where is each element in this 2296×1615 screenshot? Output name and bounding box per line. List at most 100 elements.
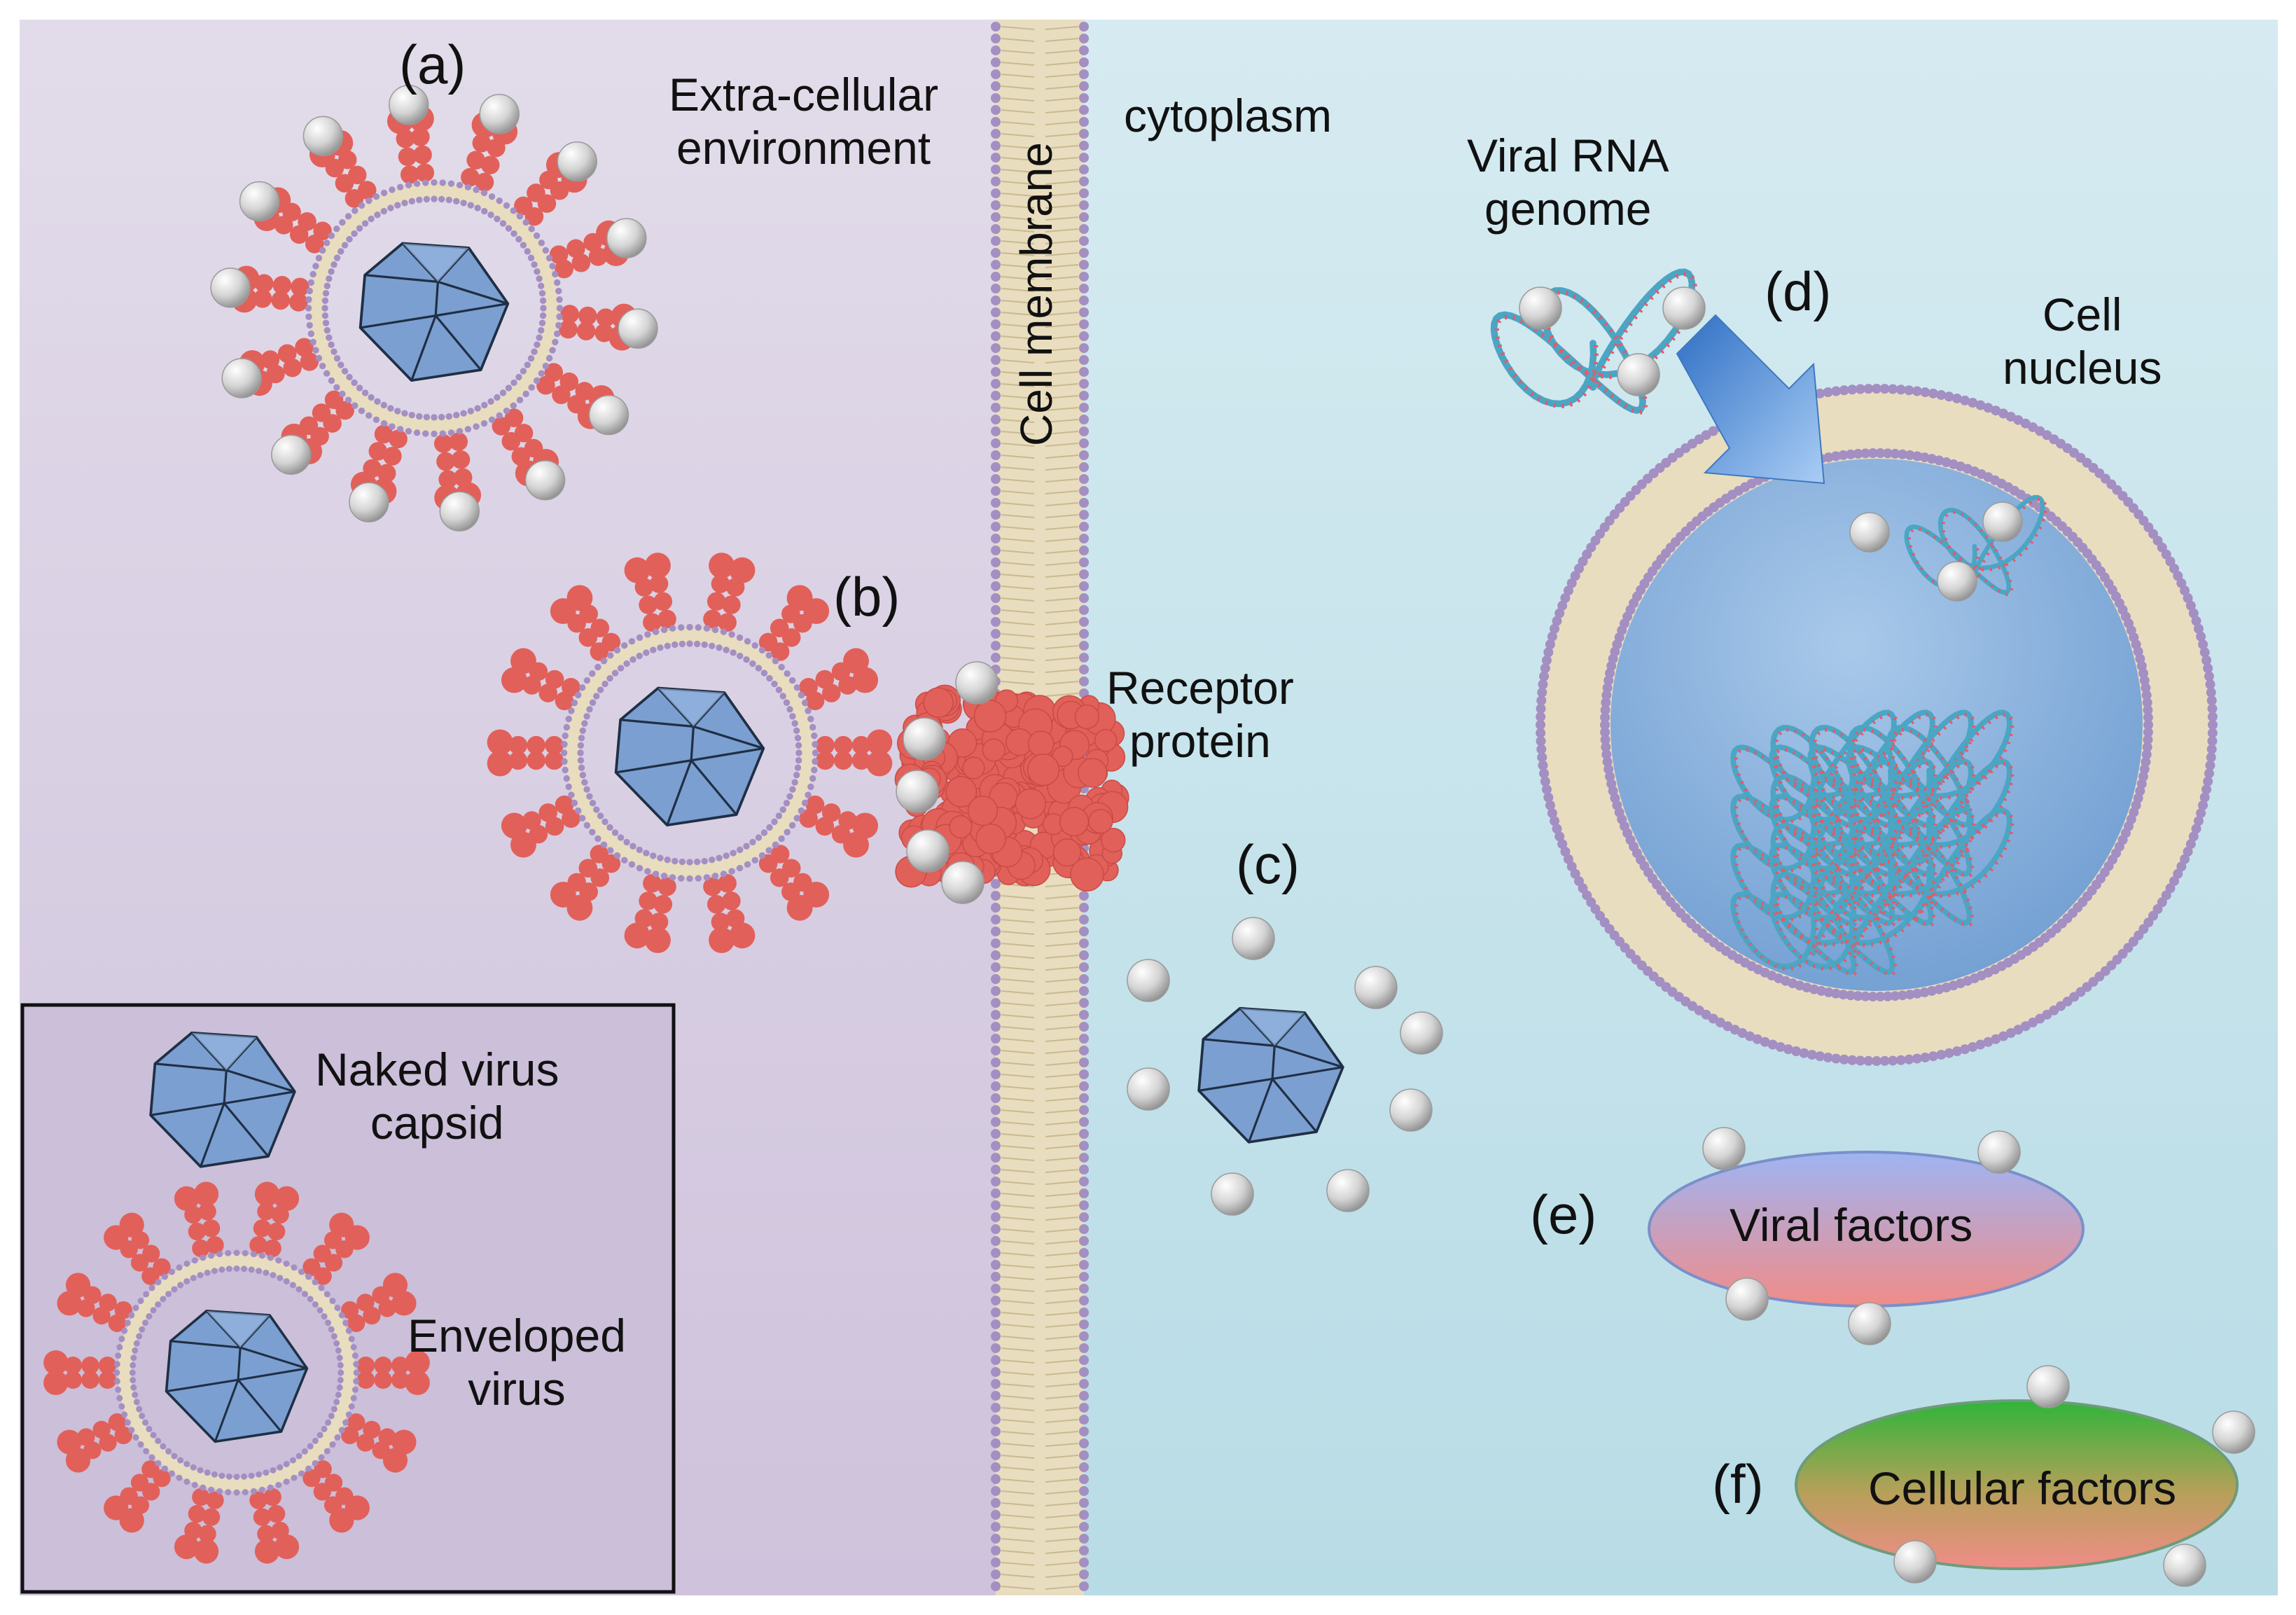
envelope-lipid-head — [137, 1297, 144, 1304]
lipid-head — [1079, 176, 1089, 186]
envelope-lipid-head — [783, 800, 791, 807]
panel-label-f: (f) — [1712, 1453, 1764, 1515]
lipid-tail — [1001, 978, 1035, 983]
lipid-head — [991, 1331, 1001, 1341]
rna-bases — [1849, 712, 2015, 829]
nuclear-lipid-head — [1863, 384, 1874, 394]
lipid-tail — [1045, 228, 1079, 233]
envelope-lipid-head — [600, 841, 608, 848]
spike-lobe — [291, 277, 309, 297]
rna-bases — [1811, 712, 1976, 829]
envelope-lipid-head — [438, 413, 445, 421]
nuclear-lipid-head — [1879, 384, 1890, 394]
nuclear-lipid-head — [1872, 1056, 1881, 1066]
envelope-lipid-head — [789, 786, 796, 793]
bound-sphere — [906, 829, 949, 873]
envelope-lipid-head — [711, 872, 719, 880]
envelope-lipid-head — [583, 713, 590, 720]
envelope-lipid-head — [805, 707, 812, 714]
lipid-head — [1079, 486, 1089, 496]
receptor-residue — [1088, 808, 1113, 834]
envelope-lipid-head — [233, 1489, 240, 1496]
envelope-lipid-head — [373, 416, 380, 424]
envelope-lipid-head — [510, 207, 517, 214]
lipid-tail — [1045, 1193, 1079, 1197]
envelope-lipid-head — [301, 1291, 308, 1298]
lipid-head — [1079, 1236, 1089, 1246]
lipid-head — [991, 474, 1001, 484]
lipid-tail — [1001, 669, 1035, 673]
envelope-lipid-head — [793, 727, 800, 734]
attachment-sphere — [479, 94, 520, 134]
capsid-edge — [1198, 1077, 1273, 1092]
envelope-lipid-head — [197, 1272, 204, 1279]
envelope-lipid-head — [328, 232, 335, 240]
envelope-lipid-head — [356, 384, 363, 391]
capsid-edge — [1203, 1038, 1275, 1047]
cell-nucleus-label-line-2: nucleus — [2003, 341, 2162, 394]
envelope-lipid-head — [711, 626, 719, 634]
lipid-tail — [1001, 109, 1035, 113]
lipid-tail — [1001, 240, 1035, 244]
lipid-tail — [1001, 1038, 1035, 1042]
spike-lobe — [188, 1222, 207, 1241]
spike-lobe — [436, 452, 455, 471]
released-sphere — [1127, 1067, 1170, 1111]
released-capsid — [1197, 1006, 1344, 1144]
envelope-lipid-head — [380, 207, 387, 215]
envelope-lipid-head — [563, 775, 571, 782]
nuclear-lipid-head — [2205, 679, 2215, 690]
rna-sphere — [1519, 286, 1562, 330]
envelope-lipid-head — [331, 1406, 338, 1413]
envelope-lipid-head — [171, 1286, 178, 1293]
lipid-tail — [1001, 443, 1035, 447]
lipid-head — [991, 653, 1001, 663]
envelope-lipid-head — [211, 1268, 218, 1275]
nuclear-lipid-head — [1538, 760, 1548, 770]
lipid-head — [991, 498, 1001, 508]
lipid-head — [1079, 403, 1089, 413]
envelope-lipid-head — [812, 758, 819, 765]
lipid-tail — [1001, 50, 1035, 54]
lipid-head — [991, 1581, 1001, 1591]
envelope-lipid-head — [165, 1448, 172, 1455]
envelope-lipid-head — [116, 1344, 123, 1351]
envelope-lipid-head — [744, 861, 751, 868]
spike-lobe — [466, 151, 485, 169]
factor-sphere — [1848, 1302, 1891, 1345]
envelope-lipid-head — [312, 347, 319, 354]
nuclear-lipid-head — [2207, 712, 2218, 722]
nuclear-lipid-head — [1968, 1041, 1978, 1052]
nuclear-lipid-head — [1860, 448, 1871, 459]
envelope-lipid-head — [811, 732, 818, 740]
envelope-lipid-head — [132, 1434, 139, 1441]
spike-lobe — [834, 751, 853, 770]
spike-lobe — [206, 1491, 224, 1509]
lipid-tail — [1045, 1431, 1079, 1435]
legend-naked-virus-label: Naked virus capsid — [315, 1044, 559, 1150]
envelope-lipid-head — [628, 637, 636, 645]
chromatin-strand — [1846, 758, 2015, 878]
envelope-lipid-head — [679, 858, 686, 866]
nuclear-lipid-head — [1823, 987, 1834, 997]
lipid-tail — [1001, 1276, 1035, 1280]
envelope-lipid-head — [686, 623, 693, 631]
viral-rna-genome-label: Viral RNA genome — [1467, 130, 1669, 236]
lipid-tail — [1045, 335, 1079, 340]
envelope-lipid-head — [336, 1384, 343, 1391]
lipid-tail — [1045, 312, 1079, 316]
envelope-lipid-head — [242, 1249, 249, 1256]
spike-lobe — [141, 1460, 160, 1478]
envelope-lipid-head — [323, 327, 331, 334]
nuclear-lipid-head — [2165, 556, 2176, 567]
envelope-lipid-head — [338, 361, 345, 368]
envelope-lipid-head — [789, 713, 796, 720]
factor-sphere — [2212, 1410, 2255, 1454]
nuclear-lipid-head — [1944, 391, 1954, 402]
lipid-head — [1079, 1415, 1089, 1425]
envelope-lipid-head — [487, 398, 494, 405]
lipid-head — [1079, 248, 1089, 258]
envelope-lipid-head — [233, 1265, 240, 1272]
lipid-head — [991, 1105, 1001, 1115]
nuclear-lipid-head — [1554, 608, 1565, 618]
